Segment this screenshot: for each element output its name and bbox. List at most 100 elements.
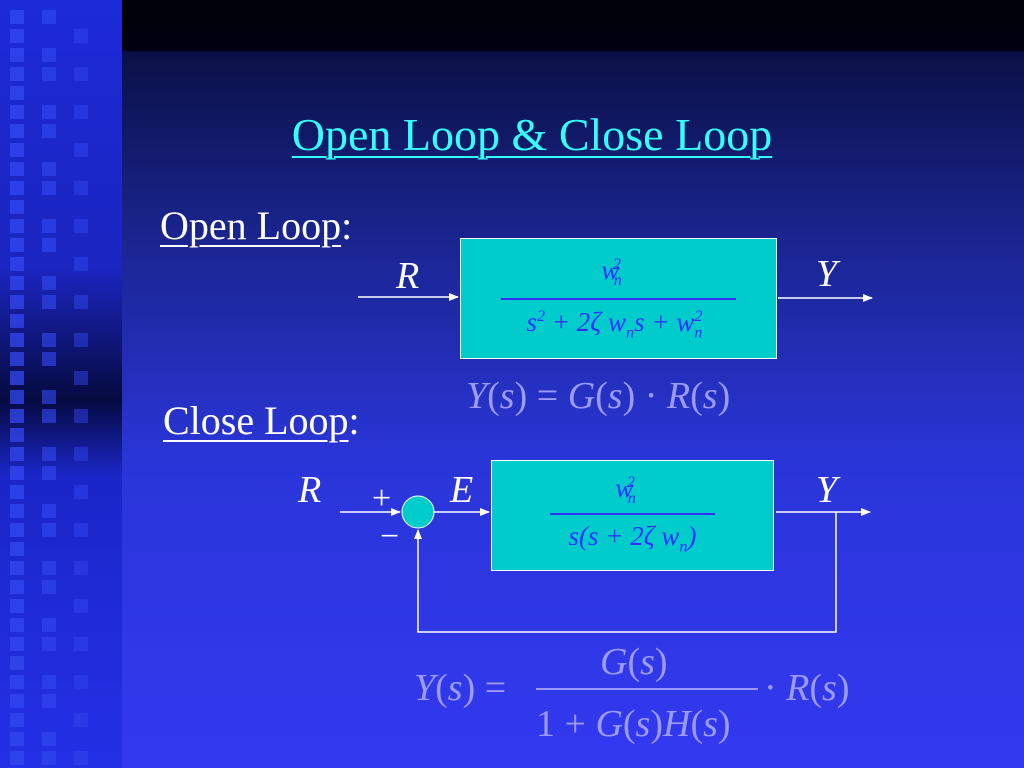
decorative-square — [42, 352, 56, 366]
decorative-square — [74, 219, 88, 233]
decorative-square — [74, 143, 88, 157]
decorative-square — [42, 580, 56, 594]
decorative-square — [10, 48, 24, 62]
decorative-square — [10, 124, 24, 138]
decorative-square — [74, 333, 88, 347]
decorative-square — [10, 732, 24, 746]
decorative-square — [10, 219, 24, 233]
decorative-sidebar-strip — [0, 0, 122, 768]
open-loop-output-y: Y — [816, 253, 838, 295]
decorative-square — [10, 143, 24, 157]
decorative-square — [74, 371, 88, 385]
close-loop-equation-fraction-bar — [536, 688, 758, 690]
open-loop-input-r: R — [396, 255, 420, 297]
decorative-square — [42, 732, 56, 746]
summing-plus-sign: + — [372, 480, 392, 517]
decorative-square — [10, 599, 24, 613]
decorative-square — [74, 523, 88, 537]
open-loop-transfer-block: wn2 s2 + 2ζ wns + wn2 — [460, 238, 777, 359]
decorative-square — [10, 447, 24, 461]
decorative-square — [10, 409, 24, 423]
decorative-square — [10, 713, 24, 727]
decorative-square — [74, 409, 88, 423]
feedback-path — [414, 512, 837, 633]
decorative-square — [10, 390, 24, 404]
decorative-square — [10, 295, 24, 309]
open-loop-equation: Y(s) = G(s) · R(s) — [466, 375, 731, 417]
decorative-square — [74, 637, 88, 651]
decorative-square — [10, 200, 24, 214]
decorative-square — [10, 276, 24, 290]
decorative-square — [74, 485, 88, 499]
close-loop-equation-denominator: 1 + G(s)H(s) — [536, 703, 731, 745]
decorative-square — [42, 504, 56, 518]
decorative-square — [10, 86, 24, 100]
decorative-square — [74, 447, 88, 461]
decorative-square — [42, 105, 56, 119]
decorative-square — [10, 333, 24, 347]
decorative-square — [10, 656, 24, 670]
decorative-square — [10, 580, 24, 594]
decorative-square — [10, 542, 24, 556]
close-loop-input-r: R — [298, 469, 322, 511]
decorative-square — [10, 10, 24, 24]
close-loop-error-e: E — [450, 469, 474, 511]
decorative-square — [10, 352, 24, 366]
decorative-square — [10, 637, 24, 651]
decorative-square — [74, 105, 88, 119]
close-loop-output-y: Y — [816, 469, 838, 511]
decorative-square — [42, 67, 56, 81]
decorative-square — [42, 181, 56, 195]
decorative-square — [10, 428, 24, 442]
decorative-square — [10, 238, 24, 252]
slide-title: Open Loop & Close Loop — [291, 109, 773, 160]
decorative-square — [10, 29, 24, 43]
decorative-square — [10, 181, 24, 195]
decorative-square — [74, 713, 88, 727]
decorative-square — [10, 694, 24, 708]
close-loop-tf-fraction-bar — [550, 513, 715, 515]
decorative-square — [42, 694, 56, 708]
decorative-square — [42, 637, 56, 651]
decorative-square — [42, 675, 56, 689]
decorative-square — [10, 561, 24, 575]
decorative-square — [10, 618, 24, 632]
decorative-square — [74, 295, 88, 309]
close-loop-tf-numerator: wn2 — [615, 473, 636, 508]
decorative-square — [42, 238, 56, 252]
decorative-square — [42, 295, 56, 309]
decorative-square — [42, 276, 56, 290]
decorative-square — [74, 67, 88, 81]
decorative-square — [10, 466, 24, 480]
close-loop-equation-lhs: Y(s) = — [414, 667, 507, 709]
close-loop-equation-numerator: G(s) — [600, 641, 668, 683]
close-loop-transfer-block: wn2 s(s + 2ζ wn) — [491, 460, 774, 571]
decorative-square — [10, 751, 24, 765]
decorative-square — [42, 561, 56, 575]
decorative-square — [74, 29, 88, 43]
open-loop-tf-fraction-bar — [501, 298, 736, 300]
decorative-square — [42, 390, 56, 404]
open-loop-label: Open Loop: — [160, 203, 353, 248]
decorative-square — [10, 675, 24, 689]
decorative-square — [74, 751, 88, 765]
decorative-square — [42, 333, 56, 347]
decorative-square — [42, 409, 56, 423]
open-loop-tf-denominator: s2 + 2ζ wns + wn2 — [526, 307, 703, 342]
decorative-square — [10, 257, 24, 271]
decorative-square — [42, 48, 56, 62]
decorative-square — [10, 485, 24, 499]
decorative-square — [74, 257, 88, 271]
summing-junction — [401, 495, 435, 529]
decorative-square — [10, 162, 24, 176]
decorative-square — [10, 105, 24, 119]
decorative-square — [42, 618, 56, 632]
decorative-square — [42, 219, 56, 233]
close-loop-label: Close Loop: — [163, 398, 360, 443]
decorative-square — [10, 504, 24, 518]
close-loop-equation-rhs: · R(s) — [764, 667, 850, 709]
decorative-square — [42, 162, 56, 176]
summing-minus-sign: − — [380, 518, 400, 555]
decorative-square — [42, 466, 56, 480]
